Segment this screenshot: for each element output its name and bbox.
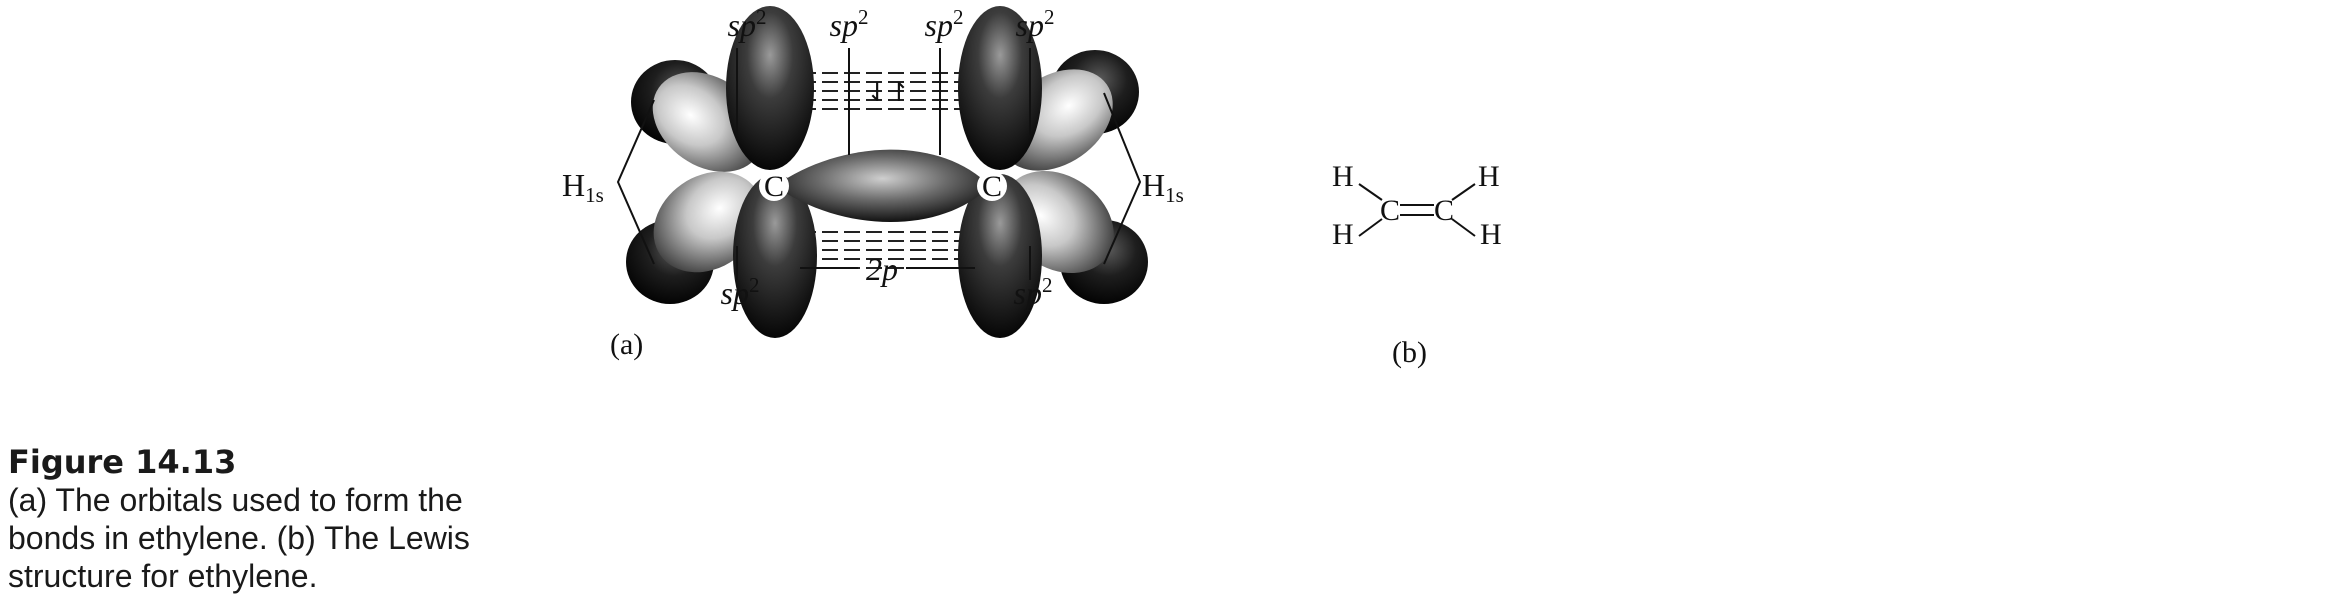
sp2-label-top-4: sp2: [1016, 5, 1055, 43]
right-carbon-label: C: [982, 170, 1002, 203]
sp2-label-bottom-left: sp2: [721, 273, 760, 311]
right-carbon-marker: [977, 171, 1007, 201]
lewis-structure: H H H H C C (b): [1332, 160, 1502, 369]
left-carbon-label: C: [764, 170, 784, 203]
left-carbon-marker: [759, 171, 789, 201]
lewis-h-top-right: H: [1478, 160, 1500, 193]
right-2p-lobe-bottom: [958, 174, 1042, 338]
lewis-carbon-left: C: [1380, 194, 1400, 227]
h1s-label-right: H1s: [1142, 167, 1184, 207]
p-orbital-label: 2p: [866, 251, 898, 287]
panel-label-a: (a): [610, 328, 643, 361]
figure-caption: Figure 14.13 (a) The orbitals used to fo…: [8, 443, 478, 595]
orbital-diagram: C C ⇃↾ sp2 sp2 sp2 sp2 sp2 sp2 2p H1s: [562, 5, 1184, 361]
panel-label-b: (b): [1392, 336, 1427, 369]
sp2-label-top-1: sp2: [728, 5, 767, 43]
sp2-label-top-2: sp2: [830, 5, 869, 43]
left-2p-lobe-bottom: [733, 174, 817, 338]
left-2p-lobe-top: [726, 6, 814, 170]
pi-bond-top-dashes: [800, 72, 980, 110]
sp2-label-top-3: sp2: [925, 5, 964, 43]
sp2-label-bottom-right: sp2: [1014, 273, 1053, 311]
lewis-carbon-right: C: [1434, 194, 1454, 227]
left-carbon-orbitals: [626, 6, 817, 338]
figure-title: Figure 14.13: [8, 443, 237, 481]
label-leader-lines: [616, 48, 1142, 280]
figure-caption-text: (a) The orbitals used to form the bonds …: [8, 482, 470, 594]
lewis-bonds: [1358, 183, 1476, 237]
lewis-h-top-left: H: [1332, 160, 1354, 193]
lewis-h-bottom-right: H: [1480, 218, 1502, 251]
sigma-bond-cc: [775, 149, 990, 223]
pi-electron-spin-arrows: ⇃↾: [866, 78, 910, 107]
right-2p-lobe-top: [958, 6, 1042, 170]
h1s-label-left: H1s: [562, 167, 604, 207]
lewis-h-bottom-left: H: [1332, 218, 1354, 251]
